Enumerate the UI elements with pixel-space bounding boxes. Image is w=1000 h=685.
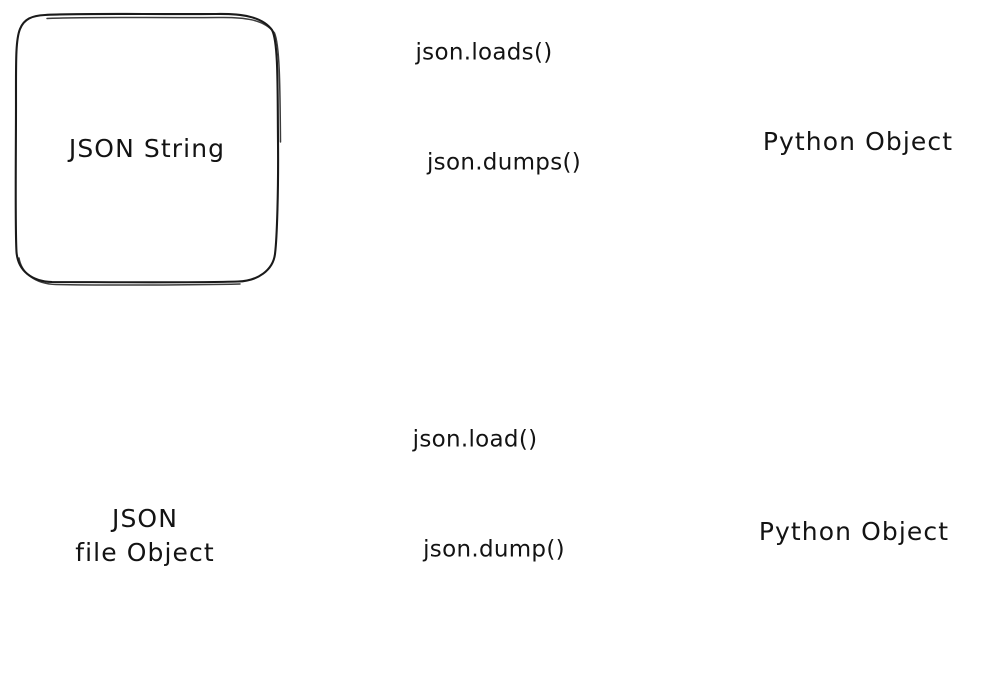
node-python-object-bottom[interactable] [725, 402, 984, 659]
node-json-file-object[interactable] [16, 405, 276, 672]
node-json-string[interactable] [16, 14, 279, 283]
node-shape-json-string[interactable] [14, 12, 282, 286]
node-python-object-top[interactable] [729, 13, 988, 275]
